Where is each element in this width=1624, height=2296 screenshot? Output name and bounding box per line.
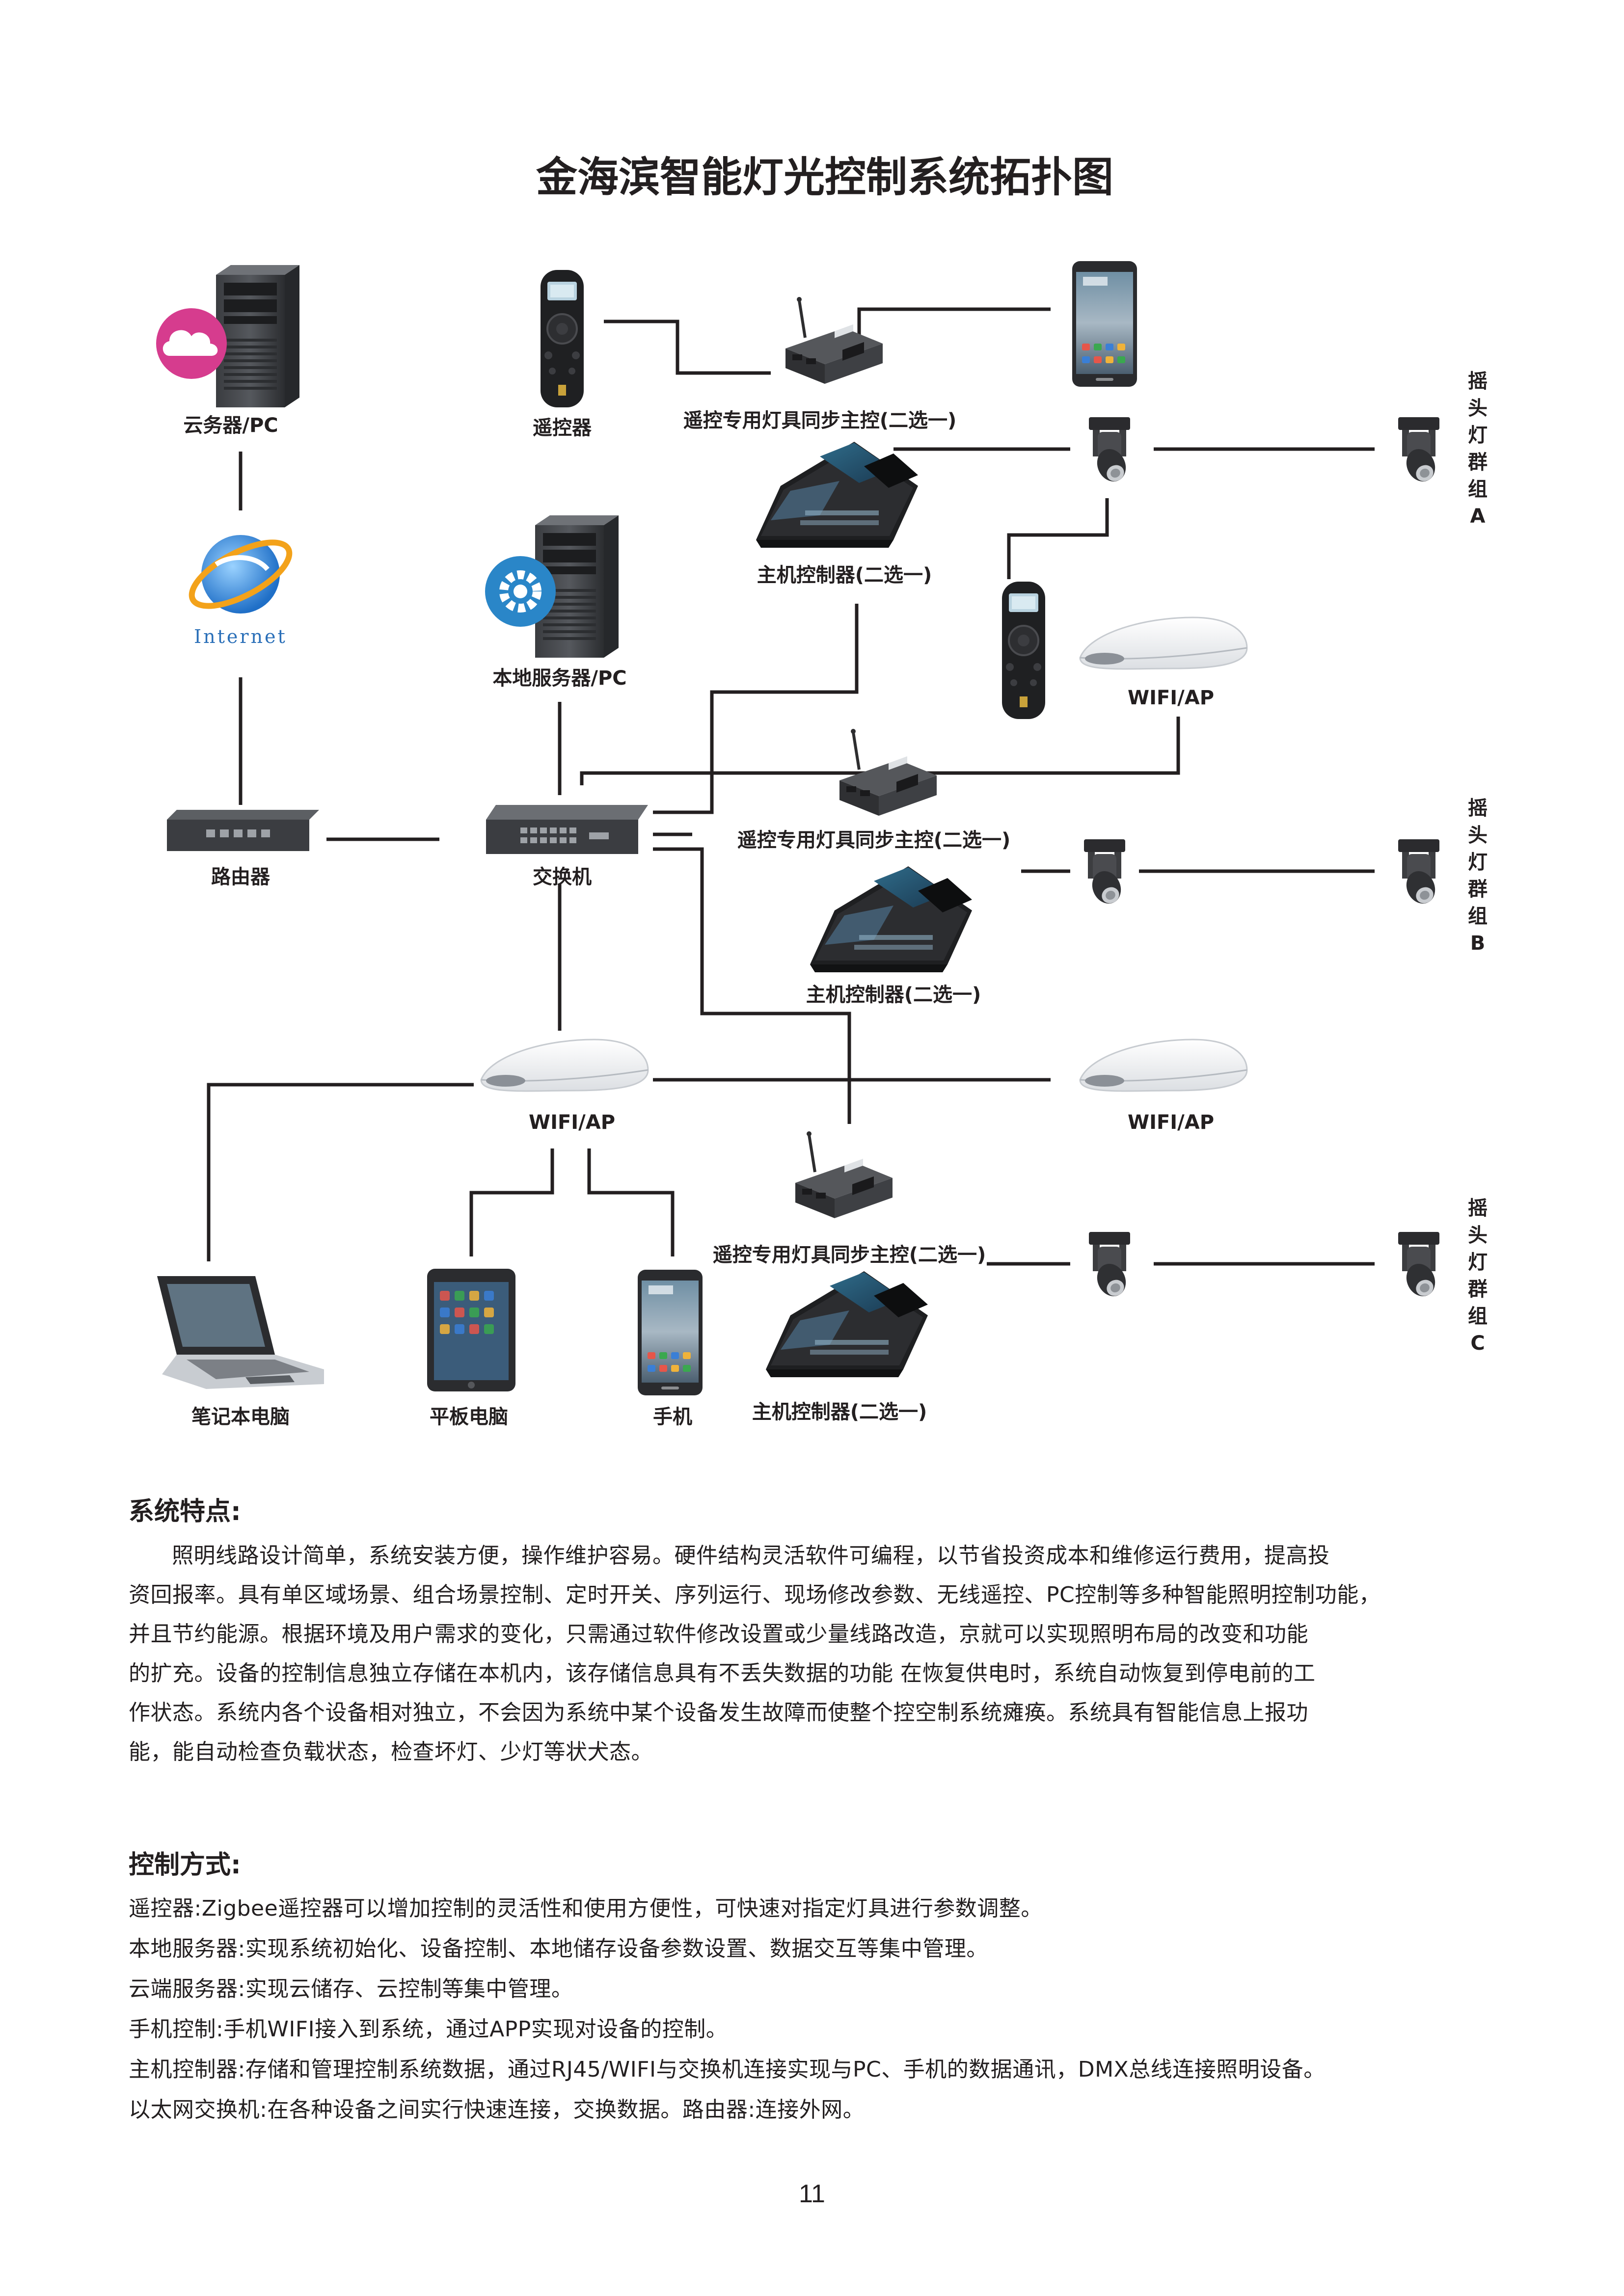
cloud-server: 云务器/PC	[156, 265, 299, 437]
wifi-ap-2-label: WIFI/AP	[529, 1111, 615, 1134]
svg-text:A: A	[1470, 505, 1486, 528]
features-line: 作状态。系统内各个设备相对独立，不会因为系统中某个设备发生故障而使整个控空制系统…	[129, 1700, 1308, 1725]
wifi-ap-3-label: WIFI/AP	[1128, 1111, 1214, 1134]
features-line: 照明线路设计简单，系统安装方便，操作维护容易。硬件结构灵活软件可编程，以节省投资…	[172, 1543, 1330, 1568]
control-line: 手机控制:手机WIFI接入到系统，通过APP实现对设备的控制。	[129, 2017, 728, 2042]
tablet-label: 平板电脑	[430, 1406, 508, 1428]
svg-text:灯: 灯	[1468, 424, 1488, 447]
svg-text:头: 头	[1468, 824, 1488, 847]
remote-2	[1001, 581, 1046, 720]
features-body: 照明线路设计简单，系统安装方便，操作维护容易。硬件结构灵活软件可编程，以节省投资…	[129, 1536, 1503, 1772]
control-line: 以太网交换机:在各种设备之间实行快速连接，交换数据。路由器:连接外网。	[129, 2097, 865, 2122]
sync-controller-1-label: 遥控专用灯具同步主控(二选一)	[683, 409, 957, 432]
internet-globe: Internet	[189, 535, 293, 647]
features-line: 并且节约能源。根据环境及用户需求的变化，只需通过软件修改设置或少量线路改造，京就…	[129, 1622, 1308, 1647]
phone-bottom: 手机	[638, 1270, 703, 1428]
wifi-ap-3: WIFI/AP	[1079, 1039, 1248, 1134]
control-line: 本地服务器:实现系统初始化、设备控制、本地储存设备参数设置、数据交互等集中管理。	[129, 1936, 988, 1961]
group-b-label: 摇 头 灯 群 组 B	[1468, 797, 1488, 955]
laptop: 笔记本电脑	[157, 1276, 324, 1428]
local-server: 本地服务器/PC	[485, 515, 627, 690]
router-label: 路由器	[211, 866, 271, 888]
phone-label: 手机	[653, 1406, 692, 1428]
console-2: 主机控制器(二选一)	[806, 866, 981, 1006]
features-heading: 系统特点:	[129, 1497, 241, 1526]
moving-head-b1	[1084, 839, 1126, 908]
cloud-server-label: 云务器/PC	[183, 414, 278, 437]
group-c-label: 摇 头 灯 群 组 C	[1468, 1197, 1488, 1355]
laptop-label: 笔记本电脑	[191, 1406, 290, 1428]
moving-head-b2	[1398, 839, 1440, 908]
local-server-label: 本地服务器/PC	[492, 667, 626, 690]
sync-controller-3-label: 遥控专用灯具同步主控(二选一)	[713, 1244, 986, 1266]
features-line: 的扩充。设备的控制信息独立存储在本机内，该存储信息具有不丢失数据的功能 在恢复供…	[129, 1661, 1316, 1686]
sync-controller-2: 遥控专用灯具同步主控(二选一)	[737, 729, 1011, 852]
console-2-label: 主机控制器(二选一)	[806, 984, 981, 1006]
svg-text:灯: 灯	[1468, 1251, 1488, 1274]
console-1: 主机控制器(二选一)	[756, 442, 932, 587]
svg-text:群: 群	[1468, 878, 1488, 901]
control-heading: 控制方式:	[129, 1850, 241, 1880]
moving-head-a1	[1089, 417, 1131, 486]
svg-text:C: C	[1470, 1332, 1485, 1355]
svg-text:摇: 摇	[1468, 1197, 1488, 1220]
svg-text:群: 群	[1468, 451, 1488, 474]
control-line: 主机控制器:存储和管理控制系统数据，通过RJ45/WIFI与交换机连接实现与PC…	[129, 2057, 1326, 2082]
svg-text:群: 群	[1468, 1278, 1488, 1301]
page-number: 11	[799, 2180, 825, 2208]
console-1-label: 主机控制器(二选一)	[757, 564, 932, 587]
features-line: 资回报率。具有单区域场景、组合场景控制、定时开关、序列运行、现场修改参数、无线遥…	[129, 1582, 1381, 1607]
features-line: 能，能自动检查负载状态，检查坏灯、少灯等状犬态。	[129, 1739, 653, 1764]
sync-controller-3: 遥控专用灯具同步主控(二选一)	[713, 1131, 986, 1266]
sync-controller-1: 遥控专用灯具同步主控(二选一)	[683, 297, 957, 432]
features-section: 系统特点: 照明线路设计简单，系统安装方便，操作维护容易。硬件结构灵活软件可编程…	[129, 1492, 1503, 1772]
moving-head-c1	[1089, 1232, 1131, 1301]
control-section: 控制方式: 遥控器:Zigbee遥控器可以增加控制的灵活性和使用方便性，可快速对…	[129, 1845, 1503, 2130]
group-a-label: 摇 头 灯 群 组 A	[1468, 370, 1488, 528]
svg-text:B: B	[1470, 932, 1486, 955]
svg-text:灯: 灯	[1468, 851, 1488, 874]
phone-top	[1072, 261, 1137, 387]
svg-text:组: 组	[1468, 905, 1488, 928]
wifi-ap-1-label: WIFI/AP	[1128, 687, 1214, 709]
svg-text:头: 头	[1468, 397, 1488, 420]
router: 路由器	[167, 810, 319, 888]
sync-controller-2-label: 遥控专用灯具同步主控(二选一)	[737, 829, 1011, 852]
switch: 交换机	[486, 805, 648, 888]
svg-text:组: 组	[1468, 478, 1488, 501]
svg-text:头: 头	[1468, 1224, 1488, 1247]
control-line: 遥控器:Zigbee遥控器可以增加控制的灵活性和使用方便性，可快速对指定灯具进行…	[129, 1896, 1043, 1921]
wifi-ap-2: WIFI/AP	[480, 1039, 649, 1134]
wifi-ap-1: WIFI/AP	[1079, 616, 1248, 709]
cloud-icon	[156, 308, 227, 379]
control-line: 云端服务器:实现云储存、云控制等集中管理。	[129, 1976, 573, 2002]
gear-icon	[485, 556, 556, 627]
diagram-title: 金海滨智能灯光控制系统拓扑图	[536, 153, 1113, 201]
svg-text:摇: 摇	[1468, 797, 1488, 820]
internet-label: Internet	[194, 626, 287, 647]
svg-text:组: 组	[1468, 1305, 1488, 1328]
switch-label: 交换机	[533, 866, 592, 888]
moving-head-a2	[1398, 417, 1440, 486]
globe-icon	[189, 535, 293, 614]
svg-text:摇: 摇	[1468, 370, 1488, 393]
control-body: 遥控器:Zigbee遥控器可以增加控制的灵活性和使用方便性，可快速对指定灯具进行…	[129, 1889, 1503, 2130]
tablet: 平板电脑	[427, 1269, 515, 1428]
console-3-label: 主机控制器(二选一)	[752, 1401, 927, 1423]
console-3: 主机控制器(二选一)	[752, 1271, 928, 1423]
moving-head-c2	[1398, 1232, 1440, 1301]
remote-1: 遥控器	[533, 269, 592, 439]
remote-1-label: 遥控器	[533, 417, 592, 439]
